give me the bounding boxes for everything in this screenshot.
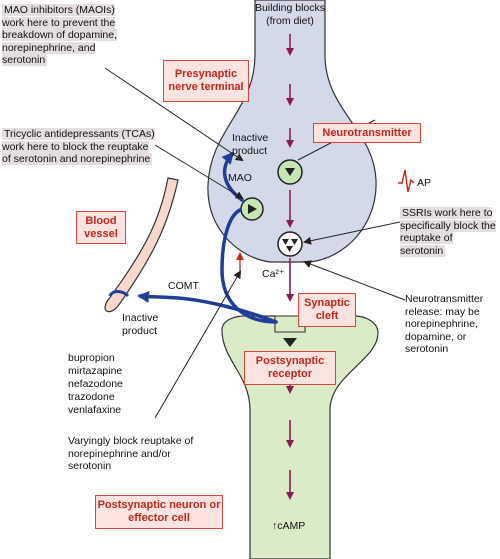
ssri-annotation: SSRIs work here to specifically block th… (400, 207, 500, 257)
vesicle-2 (277, 231, 303, 257)
blood-vessel (104, 177, 179, 313)
building-blocks-line1: Building blocks (254, 2, 326, 14)
postsynaptic-neuron-label: Postsynaptic neuron or effector cell (97, 499, 221, 524)
inactive-product-top: Inactive product (232, 132, 280, 157)
neurotransmitter-label: Neurotransmitter (322, 126, 412, 139)
synaptic-cleft-label-box: Synaptic cleft (298, 293, 356, 327)
building-blocks-label: Building blocks (from diet) (245, 2, 335, 28)
mao-label: MAO (228, 172, 252, 184)
mao-text: MAO (228, 172, 252, 184)
mao-inhibitors-annotation: MAO inhibitors (MAOIs) work here to prev… (2, 4, 122, 67)
tca-text: Tricyclic antidepressants (TCAs) work he… (2, 128, 155, 165)
release-text: Neurotransmitter release: may be norepin… (405, 293, 484, 355)
camp-label: ↑cAMP (272, 520, 305, 532)
inactive-product-top-text: Inactive product (232, 132, 269, 157)
building-blocks-line2: (from diet) (266, 15, 314, 27)
drug-item: nefazodone (68, 378, 123, 390)
release-annotation: Neurotransmitter release: may be norepin… (405, 293, 500, 356)
drug-item: mirtazapine (68, 365, 123, 377)
inactive-product-bottom: Inactive product (122, 312, 170, 337)
camp-text: ↑cAMP (272, 520, 306, 532)
neurotransmitter-label-box: Neurotransmitter (313, 123, 421, 143)
comt-text: COMT (168, 280, 199, 292)
postsynaptic-receptor-label-box: Postsynaptic receptor (244, 351, 336, 385)
comt-label: COMT (168, 280, 199, 292)
blood-vessel-label: Blood vessel (84, 214, 118, 240)
mao-inhibitors-text: MAO inhibitors (MAOIs) work here to prev… (2, 4, 117, 66)
ssri-text: SSRIs work here to specifically block th… (400, 207, 496, 257)
presynaptic-label-box: Presynaptic nerve terminal (163, 60, 249, 102)
action-potential-icon (398, 169, 415, 193)
inactive-product-bottom-text: Inactive product (122, 312, 159, 337)
ap-label: AP (417, 177, 431, 189)
vesicle-1 (277, 159, 303, 185)
postsynaptic-neuron-label-box: Postsynaptic neuron or effector cell (95, 495, 223, 529)
mao-site (240, 197, 264, 221)
varying-text: Varyingly block reuptake of norepinephri… (68, 435, 194, 472)
presynaptic-label: Presynaptic nerve terminal (168, 68, 244, 93)
calcium-label: Ca²⁺ (262, 268, 284, 280)
tca-annotation: Tricyclic antidepressants (TCAs) work he… (2, 128, 157, 166)
varying-annotation: Varyingly block reuptake of norepinephri… (68, 435, 208, 473)
blood-vessel-label-box: Blood vessel (76, 211, 126, 244)
drug-item: venlafaxine (68, 404, 122, 416)
synaptic-cleft-label: Synaptic cleft (304, 297, 350, 322)
drug-item: bupropion (68, 352, 115, 364)
pointer-lines (104, 67, 406, 419)
calcium-text: Ca²⁺ (262, 268, 285, 280)
drug-list: bupropion mirtazapine nefazodone trazodo… (68, 352, 158, 417)
ap-text: AP (417, 177, 432, 189)
postsynaptic-receptor-label: Postsynaptic receptor (255, 355, 325, 380)
drug-item: trazodone (68, 391, 115, 403)
receptor-binding-triangle (283, 338, 297, 347)
